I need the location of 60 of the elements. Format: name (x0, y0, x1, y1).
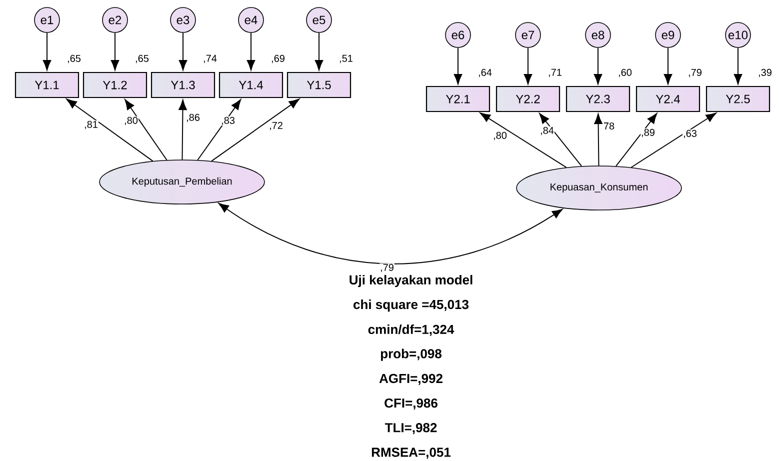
indicator-box: Y2.1 (426, 86, 490, 112)
fit-statistic: Uji kelayakan model (350, 274, 472, 288)
covariance-arrow (218, 202, 563, 264)
arrow (178, 32, 188, 70)
arrow (524, 47, 532, 84)
arrow (594, 47, 602, 84)
edge-label: ,79 (380, 263, 394, 273)
indicator-box: Y2.5 (706, 86, 770, 112)
arrow (178, 100, 187, 160)
indicator-box: Y2.3 (566, 86, 630, 112)
edge-label: ,72 (268, 121, 284, 131)
arrow (664, 47, 672, 84)
indicator-box: Y2.4 (636, 86, 700, 112)
arrow (211, 98, 300, 162)
arrow (539, 113, 582, 167)
squared-correlation: ,39 (758, 68, 772, 78)
fit-statistic: chi square =45,013 (354, 300, 469, 312)
fit-statistic: AGFI=,992 (379, 374, 442, 385)
indicator-box: Y2.2 (496, 86, 560, 112)
arrow (66, 98, 154, 162)
arrow (616, 113, 658, 167)
fit-statistic: prob=,098 (380, 348, 442, 361)
squared-correlation: ,74 (204, 54, 217, 64)
edge-label: ,81 (84, 120, 98, 130)
squared-correlation: ,60 (618, 68, 632, 78)
indicator-box: Y1.3 (150, 72, 216, 98)
arrow (480, 112, 567, 168)
arrow (42, 32, 52, 70)
squared-correlation: ,69 (272, 54, 284, 64)
arrow (124, 99, 168, 160)
indicator-box: Y1.4 (218, 72, 284, 98)
edge-label: ,63 (682, 129, 698, 139)
squared-correlation: ,71 (548, 68, 562, 78)
fit-statistic: RMSEA=,051 (372, 448, 451, 459)
edge-label: ,84 (540, 126, 554, 136)
arrow (454, 47, 462, 84)
edge-label: ,80 (492, 131, 508, 141)
indicator-box: Y1.2 (82, 72, 148, 98)
squared-correlation: ,64 (478, 68, 492, 78)
arrow (246, 32, 256, 70)
squared-correlation: ,79 (688, 68, 702, 78)
squared-correlation: ,51 (340, 54, 352, 64)
indicator-box: Y1.5 (286, 72, 352, 98)
edge-label: ,83 (220, 116, 236, 126)
edge-label: ,86 (186, 113, 200, 123)
squared-correlation: ,65 (68, 54, 81, 64)
edge-label: 78 (602, 122, 616, 130)
edge-label: ,89 (640, 128, 656, 138)
arrow (734, 47, 742, 84)
arrow (110, 32, 120, 70)
arrow (594, 114, 602, 166)
arrow (197, 99, 242, 160)
fit-statistic: CFI=,986 (384, 398, 438, 410)
indicator-box: Y1.1 (14, 72, 80, 98)
edge-label: ,80 (124, 116, 138, 126)
arrow (314, 32, 324, 70)
fit-statistic: TLI=,982 (384, 423, 437, 434)
fit-statistic: cmin/df=1,324 (368, 324, 454, 336)
arrow (630, 112, 716, 168)
squared-correlation: ,65 (136, 54, 149, 64)
